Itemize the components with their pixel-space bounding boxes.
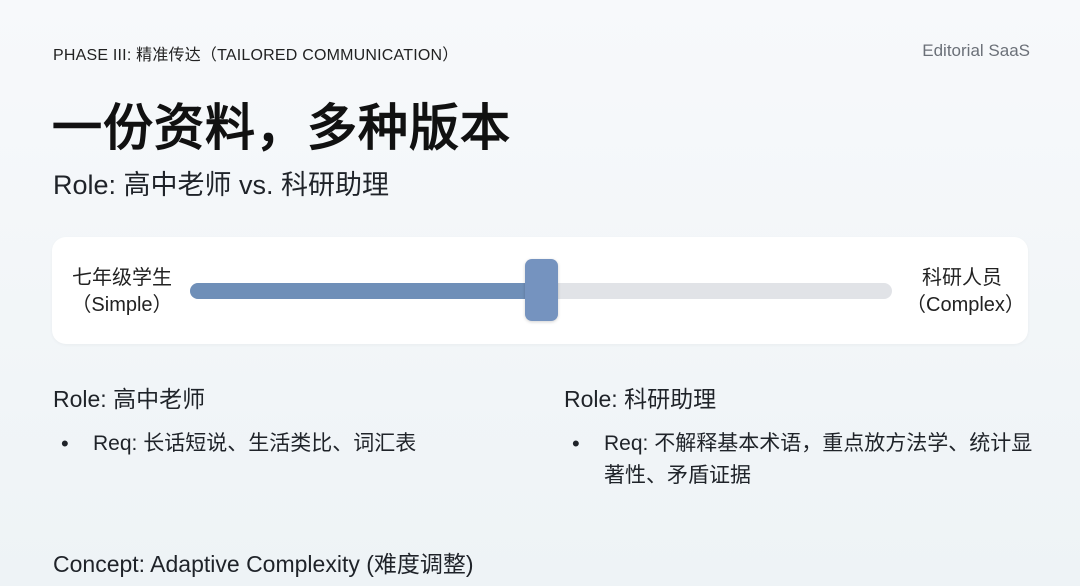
phase-label: PHASE III: 精准传达（TAILORED COMMUNICATION）	[53, 47, 459, 64]
complexity-slider-card: 七年级学生 （Simple） 科研人员 （Complex）	[52, 237, 1028, 344]
slider-thumb[interactable]	[524, 259, 558, 321]
role-teacher-section: Role: 高中老师 • Req: 长话短说、生活类比、词汇表	[53, 380, 513, 460]
role-assistant-title: Role: 科研助理	[564, 386, 717, 412]
slider-max-label-line2: （Complex）	[906, 294, 1025, 316]
slider-max-label: 科研人员 （Complex）	[906, 265, 1025, 319]
role-assistant-req: Req: 不解释基本术语，重点放方法学、统计显著性、矛盾证据	[604, 432, 1033, 487]
slider-min-label-line2: （Simple）	[71, 294, 173, 316]
slider-min-label-line1: 七年级学生	[72, 267, 172, 289]
role-teacher-title: Role: 高中老师	[53, 386, 206, 412]
role-teacher-bullet: • Req: 长话短说、生活类比、词汇表	[53, 428, 513, 460]
role-teacher-req: Req: 长话短说、生活类比、词汇表	[93, 432, 417, 455]
slider-fill	[190, 283, 541, 299]
page-subtitle: Role: 高中老师 vs. 科研助理	[53, 170, 390, 200]
bullet-dot-icon: •	[572, 431, 580, 456]
page-title: 一份资料，多种版本	[52, 98, 511, 157]
slider-min-label: 七年级学生 （Simple）	[62, 265, 182, 319]
brand-label: Editorial SaaS	[922, 41, 1030, 60]
role-assistant-bullet: • Req: 不解释基本术语，重点放方法学、统计显著性、矛盾证据	[564, 428, 1034, 492]
slider-max-label-line1: 科研人员	[922, 267, 1002, 289]
role-assistant-section: Role: 科研助理 • Req: 不解释基本术语，重点放方法学、统计显著性、矛…	[564, 380, 1034, 492]
concept-caption: Concept: Adaptive Complexity (难度调整)	[53, 551, 474, 577]
bullet-dot-icon: •	[61, 431, 69, 456]
